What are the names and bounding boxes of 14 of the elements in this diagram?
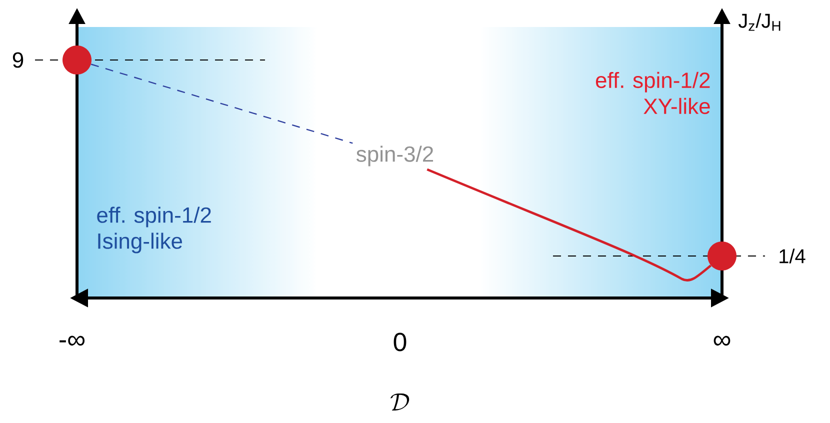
- curve: [90, 64, 353, 144]
- point-marker: [708, 242, 736, 270]
- tick-label: ∞: [714, 336, 730, 346]
- region-label: eff. spin-1/2 Ising-like: [97, 206, 211, 254]
- tick-label: 9: [12, 52, 24, 68]
- region-label: eff. spin-1/2 XY-like: [596, 72, 710, 114]
- axis-label: J$_{z}$/J$_{H}$: [738, 13, 780, 31]
- point-marker: [62, 46, 92, 74]
- curve: [426, 168, 712, 282]
- tick-label: -∞: [60, 336, 85, 346]
- region-label: spin-3/2: [356, 146, 434, 166]
- tick-label: 0: [394, 332, 406, 352]
- axis-label: $\mathcal{D}$: [390, 394, 410, 410]
- tick-label: 1/4: [780, 248, 806, 264]
